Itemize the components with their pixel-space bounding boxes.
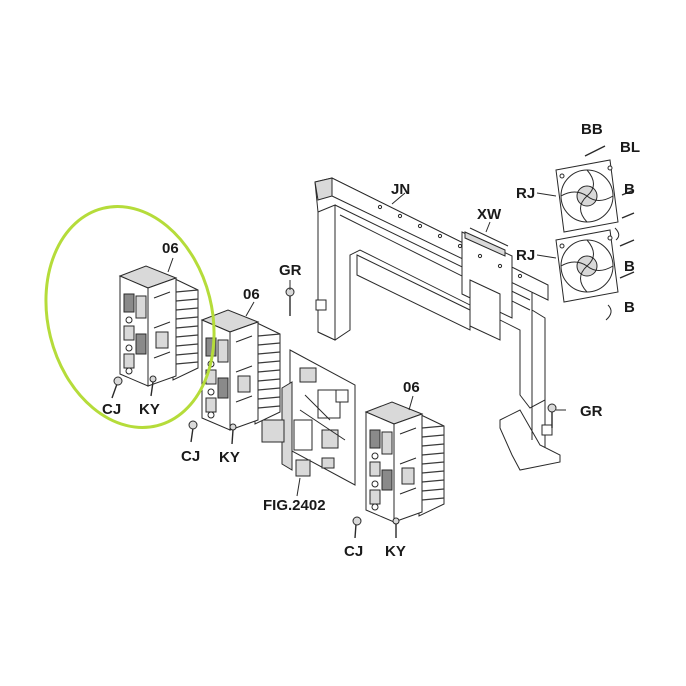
inverter-module-bottom <box>364 401 445 523</box>
cable-xw <box>464 227 509 257</box>
frame-bracket-jn <box>314 177 561 471</box>
screw-cj-middle <box>188 420 198 443</box>
label-module-middle: 06 <box>243 286 260 303</box>
screw-gr-right <box>547 403 557 428</box>
label-module-bottom: 06 <box>403 379 420 396</box>
label-b-1: B <box>624 181 635 198</box>
screw-gr-left <box>285 287 295 316</box>
label-bb-cut: BB <box>581 121 603 138</box>
highlight-ring <box>44 205 216 429</box>
label-bl-top: BL <box>620 139 640 156</box>
screw-ky-middle <box>229 423 237 445</box>
inverter-module-middle <box>200 309 281 431</box>
label-cj-bottom: CJ <box>344 543 363 560</box>
label-ky-middle: KY <box>219 449 240 466</box>
label-ky-left: KY <box>139 401 160 418</box>
label-gr-left: GR <box>279 262 302 279</box>
label-jn: JN <box>391 181 410 198</box>
leader-lines <box>167 192 566 497</box>
label-b-3: B <box>624 299 635 316</box>
label-fig-ref: FIG.2402 <box>263 497 326 514</box>
screw-ky-bottom <box>392 517 400 538</box>
inverter-module-top <box>118 265 199 387</box>
label-rj-top: RJ <box>516 185 535 202</box>
screw-cj-bottom <box>352 516 362 539</box>
screw-ky-left <box>149 375 157 397</box>
fan-screws <box>584 145 635 321</box>
label-module-top: 06 <box>162 240 179 257</box>
label-b-2: B <box>624 258 635 275</box>
label-cj-left: CJ <box>102 401 121 418</box>
label-cj-middle: CJ <box>181 448 200 465</box>
fan-rj-top <box>555 159 619 233</box>
screw-cj-left <box>111 376 123 399</box>
circuit-board-assembly <box>261 349 356 486</box>
label-xw: XW <box>477 206 502 223</box>
label-gr-right: GR <box>580 403 603 420</box>
fan-rj-bottom <box>555 229 619 303</box>
label-rj-bottom: RJ <box>516 247 535 264</box>
label-ky-bottom: KY <box>385 543 406 560</box>
